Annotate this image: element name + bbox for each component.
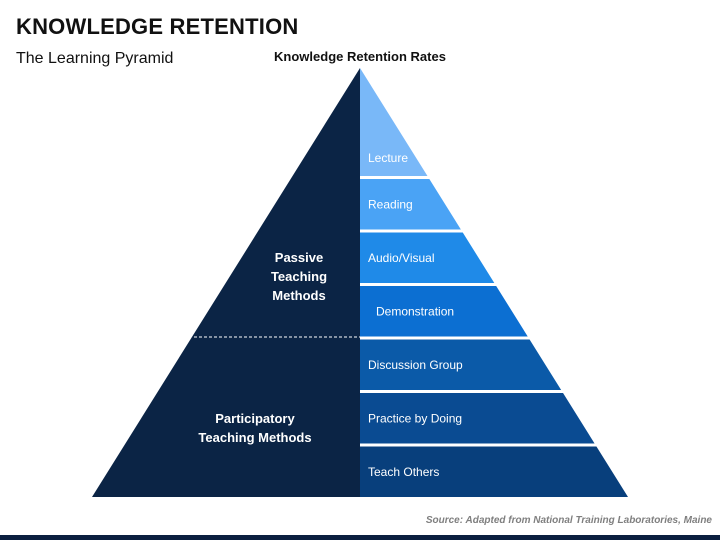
level-label-1: Lecture <box>368 151 408 165</box>
level-label-2: Reading <box>368 197 413 211</box>
level-band-6 <box>360 393 595 444</box>
level-label-5: Discussion Group <box>368 358 463 372</box>
participatory-label-line-2: Teaching Methods <box>198 430 311 445</box>
participatory-label-line-1: Participatory <box>215 411 295 426</box>
passive-label-line-3: Methods <box>272 288 325 303</box>
level-label-7: Teach Others <box>368 465 439 479</box>
level-label-3: Audio/Visual <box>368 251 435 265</box>
level-band-7 <box>360 446 628 497</box>
passive-label-line-1: Passive <box>275 250 323 265</box>
source-note: Source: Adapted from National Training L… <box>425 515 712 526</box>
passive-label-line-2: Teaching <box>271 269 327 284</box>
level-label-4: Demonstration <box>376 304 454 318</box>
level-label-6: Practice by Doing <box>368 411 462 425</box>
retention-levels: LectureReadingAudio/VisualDemonstrationD… <box>360 68 628 497</box>
pyramid-left-face <box>92 68 360 497</box>
level-band-5 <box>360 339 562 390</box>
level-band-1 <box>360 68 428 176</box>
slide-subtitle: The Learning Pyramid <box>16 50 174 67</box>
slide-title: KNOWLEDGE RETENTION <box>16 14 299 39</box>
retention-rates-heading: Knowledge Retention Rates <box>274 49 446 64</box>
level-band-2 <box>360 179 461 230</box>
level-band-3 <box>360 232 495 283</box>
level-band-4 <box>360 286 528 337</box>
bottom-bar <box>0 535 720 540</box>
